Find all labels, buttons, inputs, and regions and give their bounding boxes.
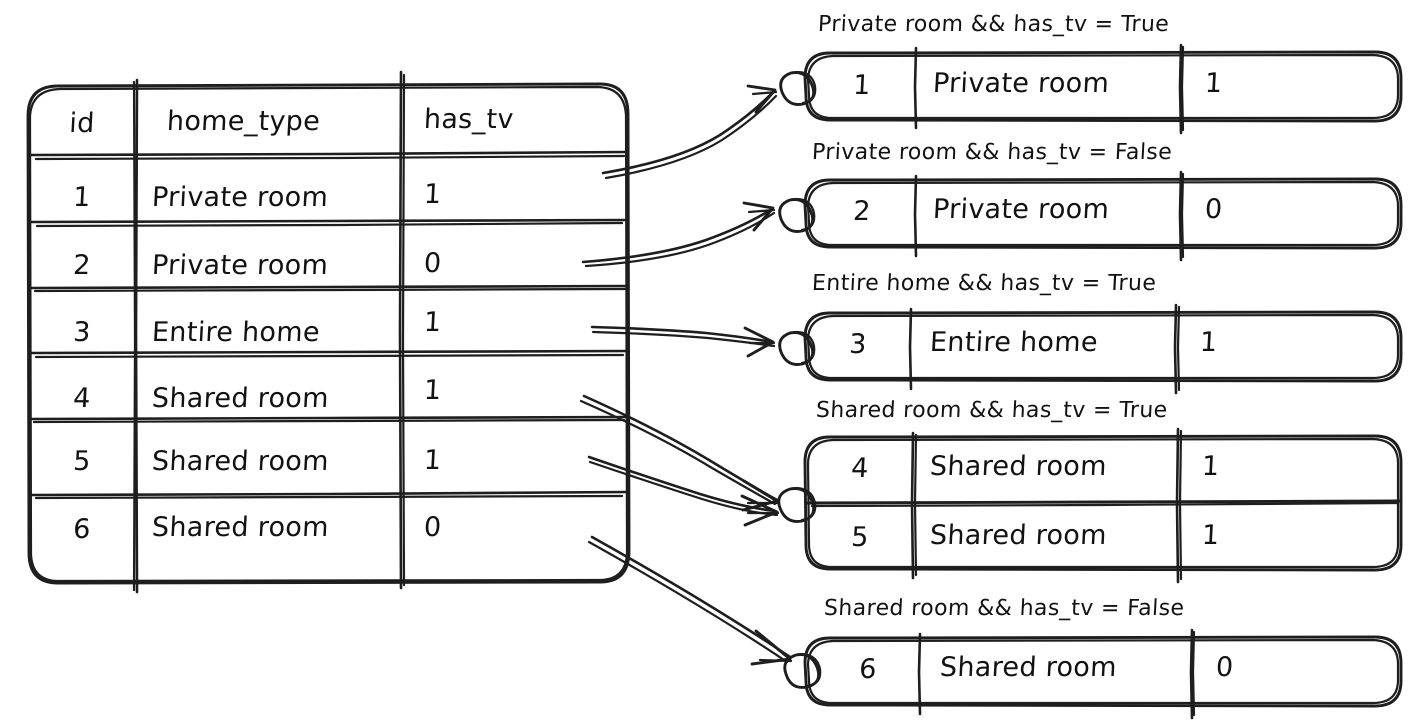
source-row-1-has-tv: 1 bbox=[423, 179, 443, 210]
group-label-3: Entire home && has_tv = True bbox=[811, 271, 1157, 296]
group-label-5: Shared room && has_tv = False bbox=[823, 596, 1186, 621]
source-row-3-has-tv: 1 bbox=[423, 307, 443, 338]
source-row-4-id: 4 bbox=[72, 383, 92, 414]
source-row-5-home-type: Shared room bbox=[151, 446, 330, 477]
group-1-row-1-has-tv: 1 bbox=[1204, 68, 1224, 99]
source-row-4-home-type: Shared room bbox=[151, 383, 330, 414]
group-label-2: Private room && has_tv = False bbox=[811, 140, 1173, 165]
source-row-6-id: 6 bbox=[72, 514, 92, 545]
group-1-row-1-id: 1 bbox=[852, 70, 872, 101]
source-row-2-has-tv: 0 bbox=[423, 248, 443, 279]
source-row-6-has-tv: 0 bbox=[423, 512, 443, 543]
source-table-outline bbox=[26, 82, 631, 585]
group-5-row-1-type: Shared room bbox=[939, 652, 1118, 683]
source-row-3-id: 3 bbox=[72, 317, 92, 348]
connector-arrow-2 bbox=[581, 201, 776, 268]
group-4-row-2-has-tv: 1 bbox=[1201, 520, 1221, 551]
group-4-row-1-has-tv: 1 bbox=[1201, 451, 1221, 482]
group-label-1: Private room && has_tv = True bbox=[817, 12, 1170, 37]
group-box-4 bbox=[777, 427, 1403, 584]
source-table-header-has-tv: has_tv bbox=[423, 104, 515, 135]
group-label-4: Shared room && has_tv = True bbox=[815, 398, 1169, 423]
source-table-header-home-type: home_type bbox=[166, 106, 321, 137]
group-2-row-1-id: 2 bbox=[852, 196, 872, 227]
group-4-row-2-type: Shared room bbox=[929, 520, 1108, 551]
source-row-2-id: 2 bbox=[72, 250, 92, 281]
source-row-3-home-type: Entire home bbox=[151, 317, 321, 348]
group-box-2 bbox=[778, 170, 1403, 262]
connector-arrow-3 bbox=[590, 325, 776, 358]
source-row-1-id: 1 bbox=[72, 182, 92, 213]
group-2-row-1-has-tv: 0 bbox=[1204, 194, 1224, 225]
group-3-row-1-has-tv: 1 bbox=[1199, 327, 1219, 358]
group-5-row-1-id: 6 bbox=[858, 654, 878, 685]
group-3-row-1-id: 3 bbox=[848, 329, 868, 360]
source-row-2-home-type: Private room bbox=[151, 250, 329, 281]
group-2-row-1-type: Private room bbox=[932, 194, 1110, 225]
connector-arrow-6 bbox=[587, 535, 793, 666]
group-3-row-1-type: Entire home bbox=[929, 327, 1099, 358]
group-box-3 bbox=[778, 303, 1403, 395]
source-row-5-has-tv: 1 bbox=[423, 445, 443, 476]
source-row-1-home-type: Private room bbox=[151, 182, 329, 213]
group-box-1 bbox=[779, 43, 1403, 135]
group-4-row-1-id: 4 bbox=[850, 453, 870, 484]
source-table-header-id: id bbox=[68, 108, 96, 139]
group-4-row-2-id: 5 bbox=[850, 522, 870, 553]
connector-arrow-5 bbox=[587, 455, 780, 527]
group-1-row-1-type: Private room bbox=[932, 68, 1110, 99]
group-5-row-1-has-tv: 0 bbox=[1215, 652, 1235, 683]
connector-arrow-1 bbox=[601, 84, 778, 180]
source-row-5-id: 5 bbox=[72, 446, 92, 477]
source-row-4-has-tv: 1 bbox=[423, 375, 443, 406]
group-box-5 bbox=[783, 628, 1403, 720]
source-row-6-home-type: Shared room bbox=[151, 512, 330, 543]
group-4-row-1-type: Shared room bbox=[929, 451, 1108, 482]
source-table-row-separators bbox=[28, 150, 630, 500]
